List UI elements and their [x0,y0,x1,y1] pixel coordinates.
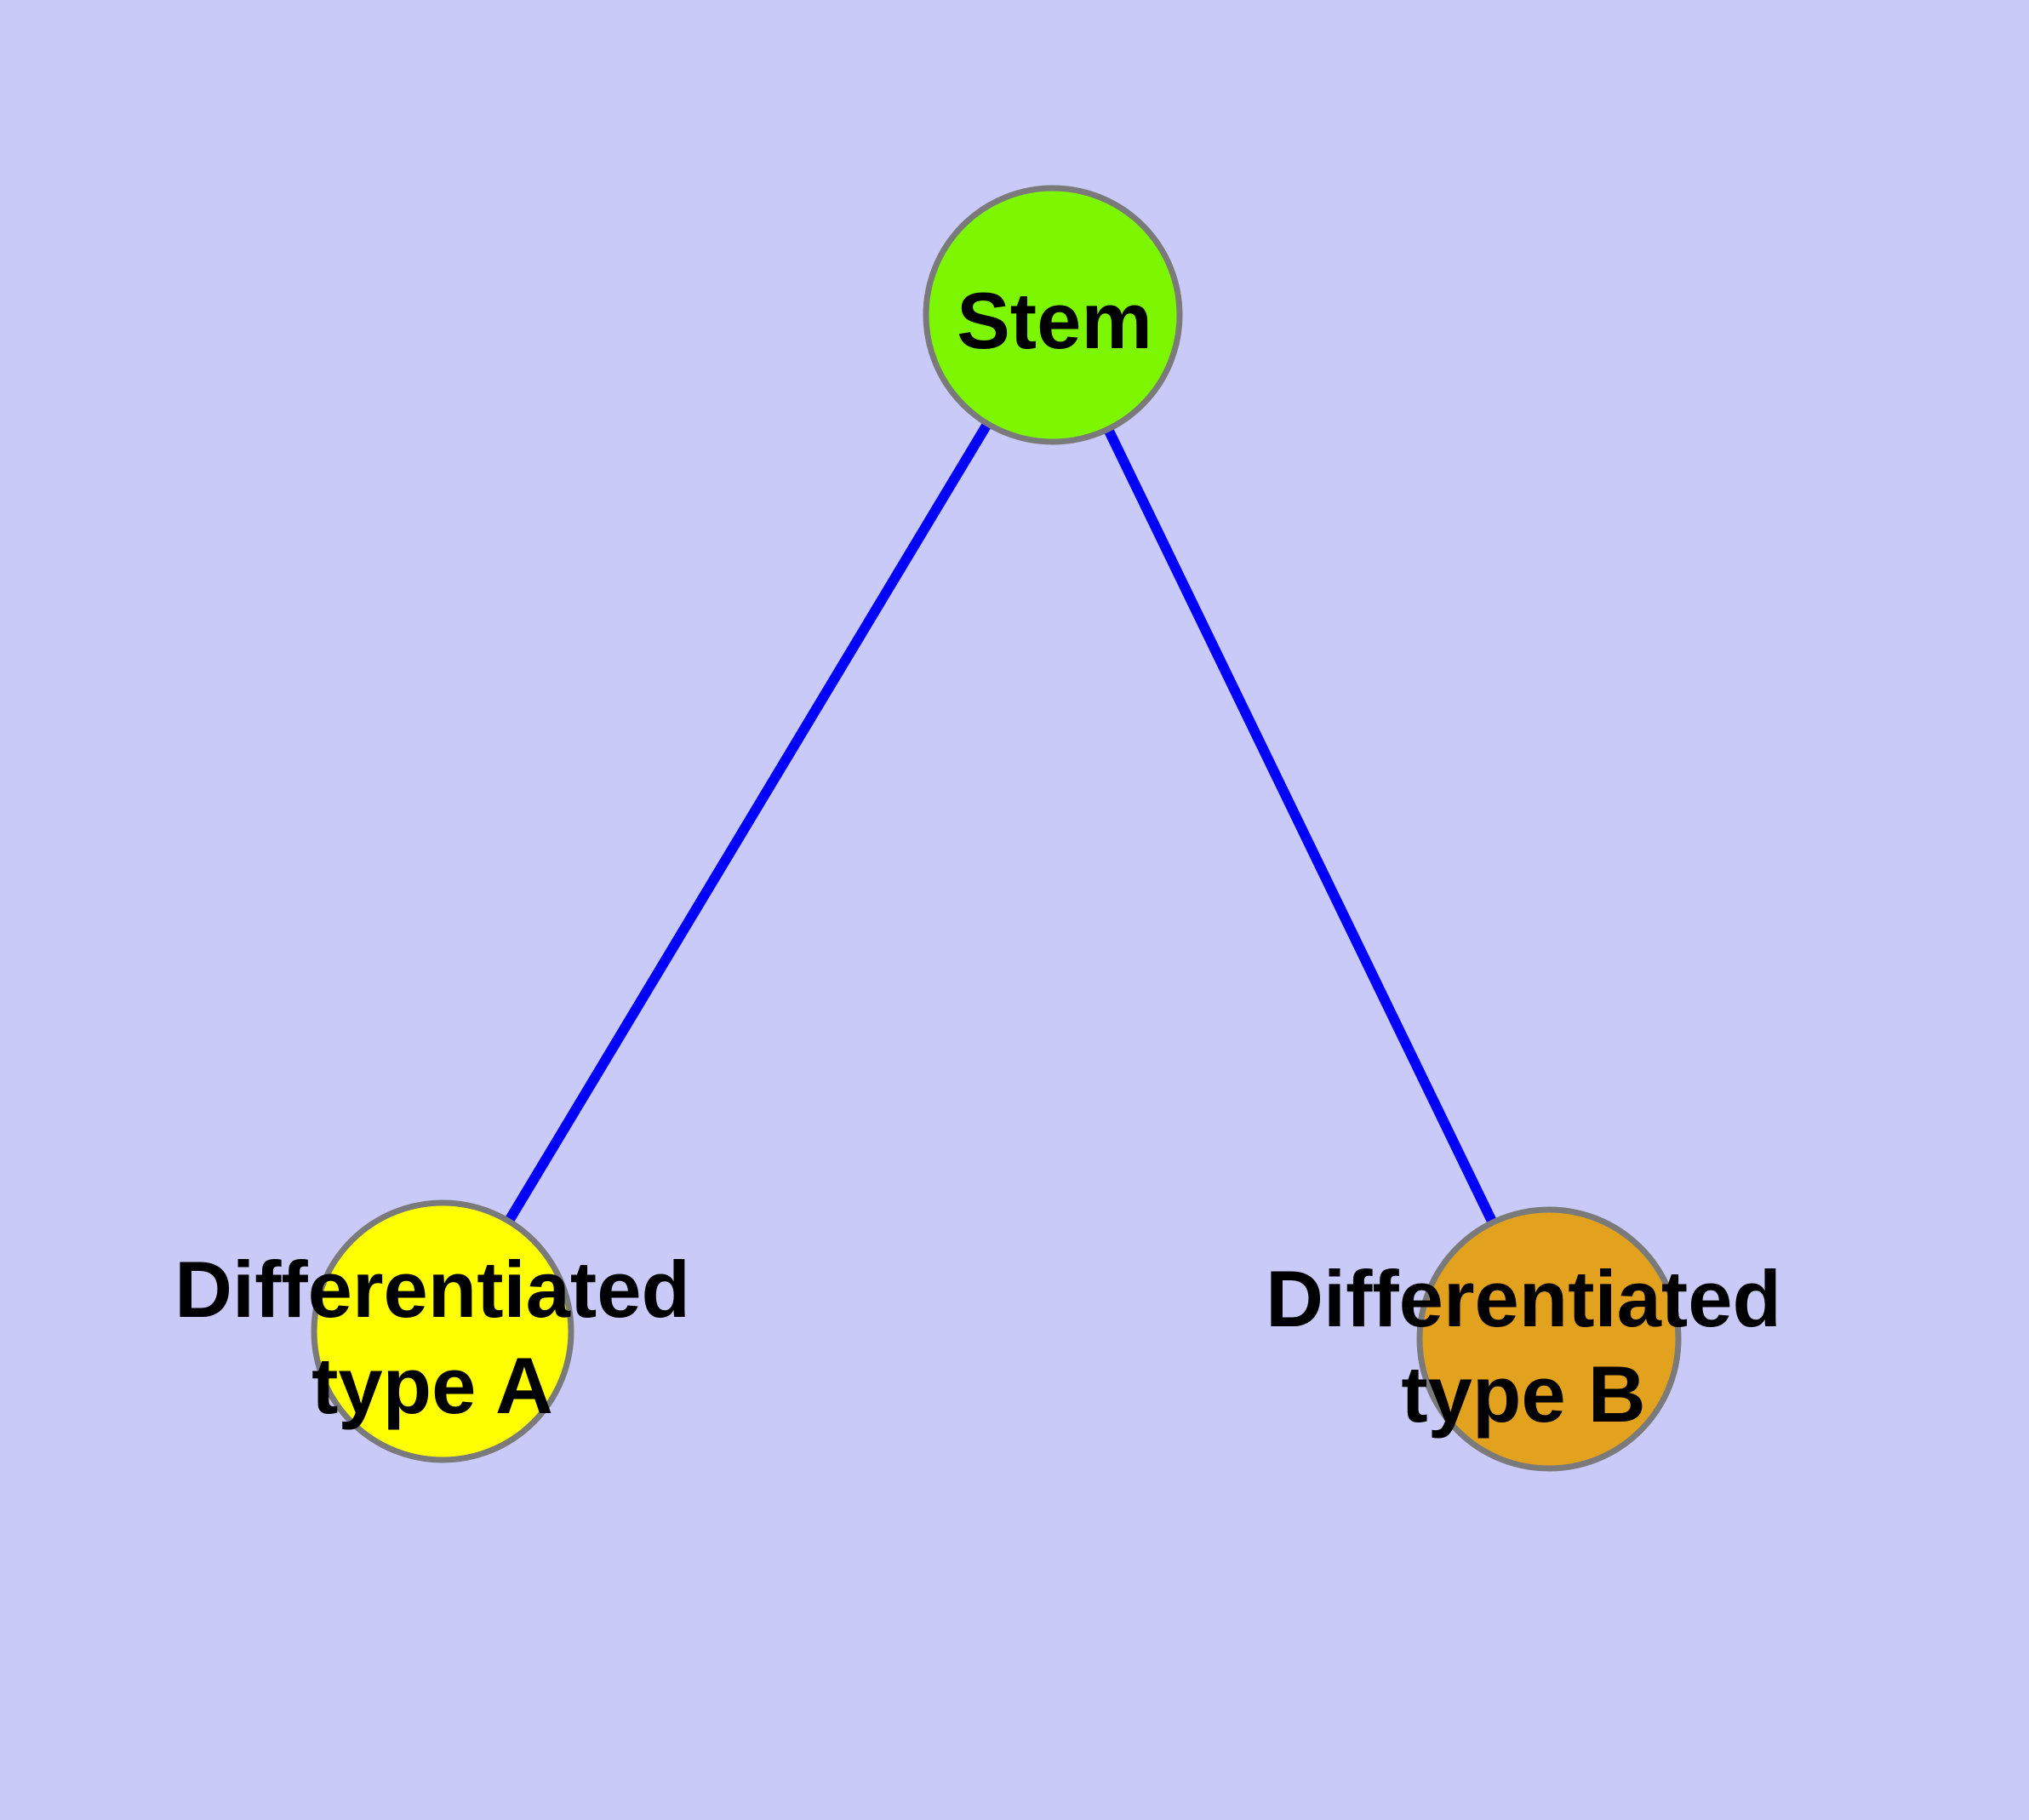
node-type-b-label-line2: type B [1401,1349,1645,1439]
edge-stem-to-type-b [1048,312,1554,1342]
edge-stem-to-type-a [437,312,1058,1335]
node-type-a-label-line2: type A [311,1341,553,1430]
node-stem [923,185,1183,445]
node-stem-label: Stem [957,276,1152,365]
node-type-b-label-line1: Differentiated [1266,1254,1781,1343]
node-type-a-label-line1: Differentiated [174,1245,690,1334]
node-type-b [1416,1206,1682,1472]
node-type-a [311,1199,574,1463]
